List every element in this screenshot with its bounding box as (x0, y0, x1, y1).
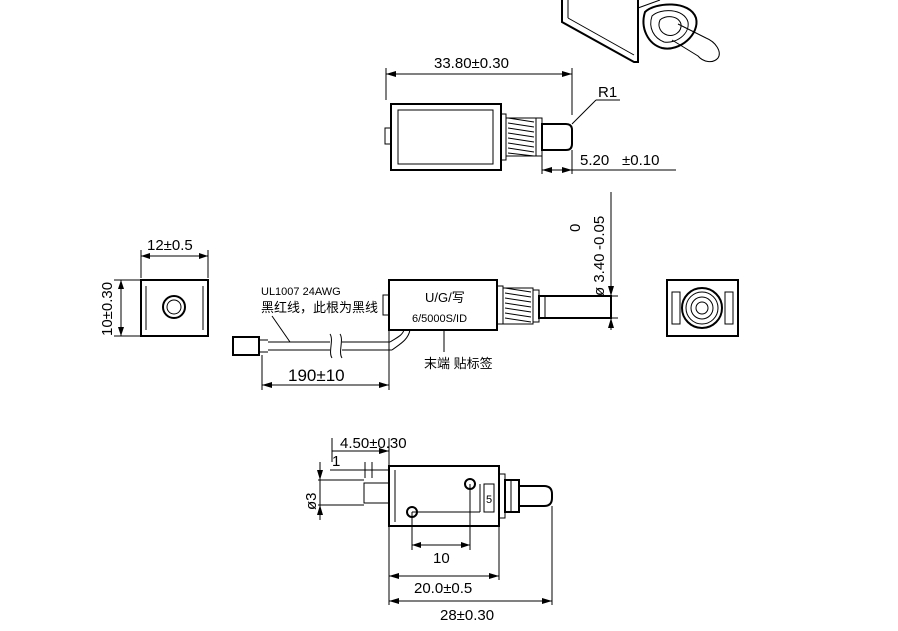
label-callout: 末端 贴标签 (424, 356, 493, 371)
stroke-dim: 5.20 (580, 152, 609, 169)
wire-note: 黑红线，此根为黑线 (261, 300, 378, 315)
end-view (666, 279, 739, 337)
hole-pitch-dim: 10 (433, 550, 450, 567)
label-line2: 6/5000S/ID (412, 313, 467, 325)
label-line1: U/G/写 (425, 290, 465, 305)
small-dim: 5 (486, 494, 492, 506)
plunger-dia-tol-lower: -0.05 (591, 216, 608, 250)
plunger-dia: ø 3.40 (591, 253, 608, 296)
top-view: 33.80±0.30 R1 5.20 ±0.10 (384, 55, 676, 174)
wire-spec: UL1007 24AWG (261, 286, 341, 298)
top-length-dim: 33.80±0.30 (434, 55, 509, 72)
side-view: 12±0.5 10±0.30 (99, 237, 209, 337)
radius-label: R1 (598, 84, 617, 101)
one-dim: 1 (332, 453, 340, 470)
dia3-dim: ø3 (303, 492, 320, 510)
stroke-tolerance: ±0.10 (622, 152, 659, 169)
lead-length-dim: 190±10 (288, 366, 345, 385)
plunger-dia-tol-upper: 0 (567, 224, 584, 232)
side-width-dim: 12±0.5 (147, 237, 193, 254)
overall-length-dim: 28±0.30 (440, 607, 494, 624)
bottom-view: 4.50±0.30 1 ø3 5 10 (303, 435, 553, 624)
side-height-dim: 10±0.30 (99, 282, 116, 336)
body-length-dim: 20.0±0.5 (414, 580, 472, 597)
isometric-view (561, 0, 720, 63)
mount-offset-dim: 4.50±0.30 (340, 435, 407, 452)
front-view: UL1007 24AWG 黑红线，此根为黑线 U/G/写 6/5000S/ID … (232, 192, 618, 390)
